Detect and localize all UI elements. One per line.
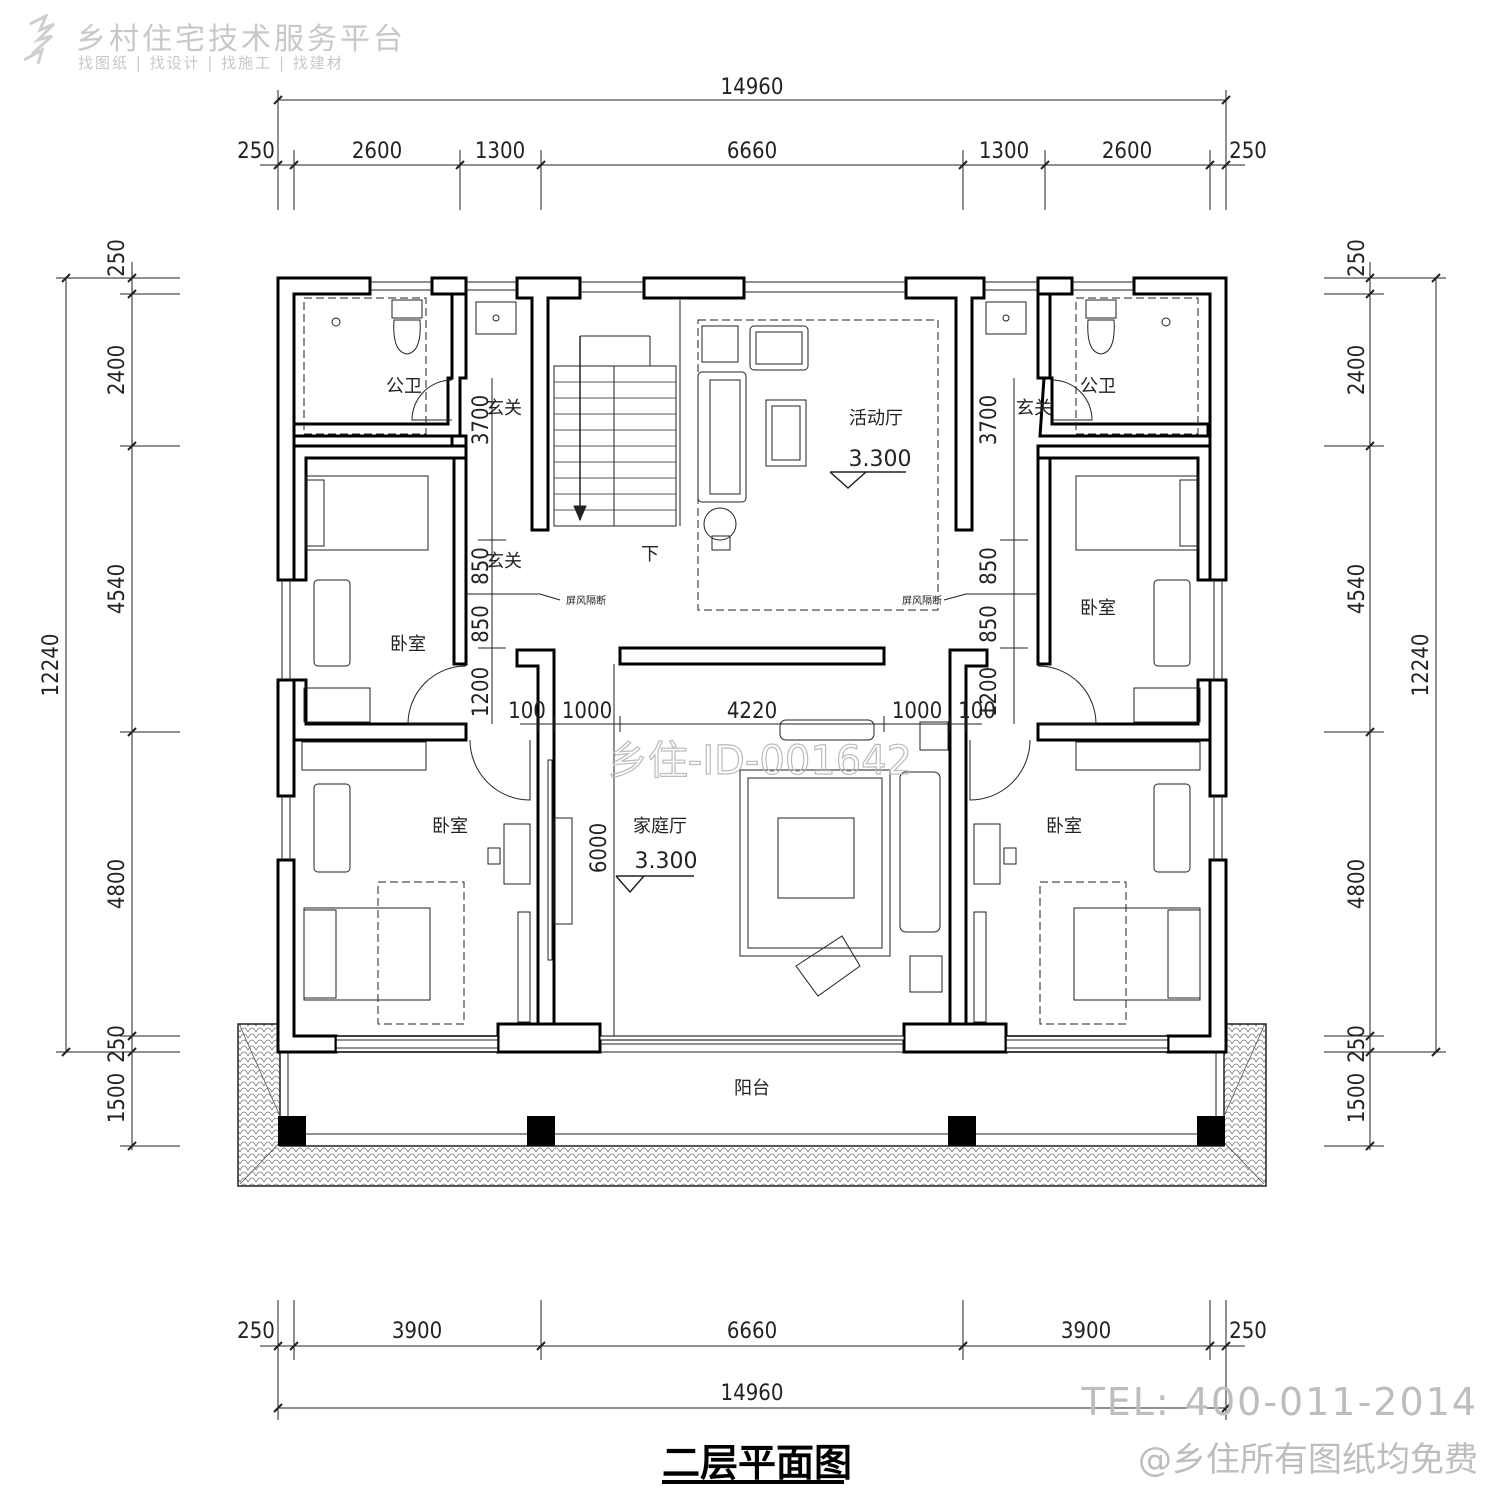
right-dim-5: 250 [1345,1025,1370,1063]
column-3 [948,1116,976,1146]
column-1 [278,1116,306,1146]
inner-dim-850a-left: 850 [469,547,494,585]
top-total-dim: 14960 [721,75,784,100]
left-dim-6: 1500 [105,1073,130,1123]
brand-title: 乡村住宅技术服务平台 [76,22,406,57]
left-dimension-chain [56,262,180,1151]
bottom-total-dim: 14960 [721,1381,784,1406]
windows [281,281,1223,1049]
left-dim-1: 250 [105,239,130,277]
stair-arrow-icon [573,505,587,522]
brand-watermark: 乡村住宅技术服务平台 找图纸 | 找设计 | 找施工 | 找建材 [20,14,420,74]
bedroom-upper-right-furniture [1075,475,1201,723]
id-watermark: 乡住-ID-001642 [608,738,912,784]
top-dim-3: 1300 [475,139,525,164]
family-elevation-mark [615,875,694,894]
bedroom-upper-left-furniture [303,475,429,723]
activity-elevation-mark [829,471,906,490]
inner-dim-3700-right: 3700 [977,395,1002,445]
inner-dims-mid [520,664,982,1036]
room-label-hall-left-top: 玄关 [486,398,522,419]
family-elevation: 3.300 [635,849,698,874]
column-2 [527,1116,555,1146]
column-4 [1197,1116,1225,1146]
bottom-dim-3: 6660 [727,1319,777,1344]
inner-dim-1200-left: 1200 [469,667,494,717]
room-label-hall-left-mid: 玄关 [486,551,522,572]
inner-dim-850b-left: 850 [469,605,494,643]
room-label-toilet-right: 公卫 [1080,376,1116,397]
bottom-dim-5: 250 [1229,1319,1267,1344]
inner-dim-850a-right: 850 [977,547,1002,585]
activity-elevation: 3.300 [849,447,912,472]
room-label-hall-right-top: 玄关 [1016,398,1052,419]
walls [276,276,1228,1054]
left-dim-5: 250 [105,1025,130,1063]
room-label-family-hall: 家庭厅 [633,816,687,837]
room-label-bedroom-lower-left: 卧室 [432,816,468,837]
drawing-title: 二层平面图 [662,1441,853,1485]
top-dim-1: 250 [237,139,275,164]
toilet-fixtures-left [303,297,517,435]
right-total-dim: 12240 [1409,634,1434,697]
inner-dims-left [478,378,1028,724]
top-dim-2: 2600 [352,139,402,164]
room-label-bedroom-upper-left: 卧室 [390,634,426,655]
bedroom-lower-left-furniture [301,741,531,1025]
inner-dim-4220: 4220 [727,699,777,724]
top-dim-7: 250 [1229,139,1267,164]
inner-dim-850b-right: 850 [977,605,1002,643]
brand-subtitle: 找图纸 | 找设计 | 找施工 | 找建材 [78,54,344,72]
left-total-dim: 12240 [39,634,64,697]
room-label-bedroom-upper-right: 卧室 [1080,598,1116,619]
toilet-fixtures-right [985,297,1199,435]
inner-dim-1200-right: 1200 [977,667,1002,717]
free-notice-watermark: @乡住所有图纸均免费 [1138,1440,1478,1480]
right-dim-3: 4540 [1345,564,1370,614]
top-dim-5: 1300 [979,139,1029,164]
bottom-dimension-chain [260,1300,1245,1420]
room-label-balcony: 阳台 [734,1078,770,1099]
right-dimension-chain [1324,262,1446,1151]
inner-dim-100b: 100 [958,699,996,724]
drawing-title-underline [662,1480,844,1484]
right-dim-2: 2400 [1345,345,1370,395]
right-dim-4: 4800 [1345,859,1370,909]
activity-hall-furniture [697,319,939,611]
left-dim-2: 2400 [105,345,130,395]
screen-label-right: 屏风隔断 [902,594,942,607]
screen-label-left: 屏风隔断 [566,594,606,607]
left-dim-3: 4540 [105,564,130,614]
inner-dim-6000: 6000 [587,823,612,873]
brand-logo-icon [23,14,56,65]
right-dim-1: 250 [1345,239,1370,277]
bottom-dim-2: 3900 [392,1319,442,1344]
right-dim-6: 1500 [1345,1073,1370,1123]
staircase [553,300,681,527]
inner-dim-3700-left: 3700 [469,395,494,445]
bedroom-lower-right-furniture [973,741,1201,1025]
balcony-area [237,1023,1267,1187]
screen-partitions [466,593,1038,601]
room-label-toilet-left: 公卫 [386,376,422,397]
inner-dim-1000b: 1000 [892,699,942,724]
doors [407,379,1097,801]
left-dim-4: 4800 [105,859,130,909]
top-dim-4: 6660 [727,139,777,164]
bottom-dim-1: 250 [237,1319,275,1344]
tel-watermark: TEL: 400-011-2014 [1081,1380,1478,1424]
bottom-dim-4: 3900 [1061,1319,1111,1344]
inner-dim-1000a: 1000 [562,699,612,724]
top-dim-6: 2600 [1102,139,1152,164]
room-label-bedroom-lower-right: 卧室 [1046,816,1082,837]
family-hall-furniture [547,719,949,997]
room-label-activity-hall: 活动厅 [849,408,903,429]
inner-dim-100a: 100 [508,699,546,724]
stair-down-label: 下 [641,544,659,565]
top-dimension-chain [260,90,1245,210]
